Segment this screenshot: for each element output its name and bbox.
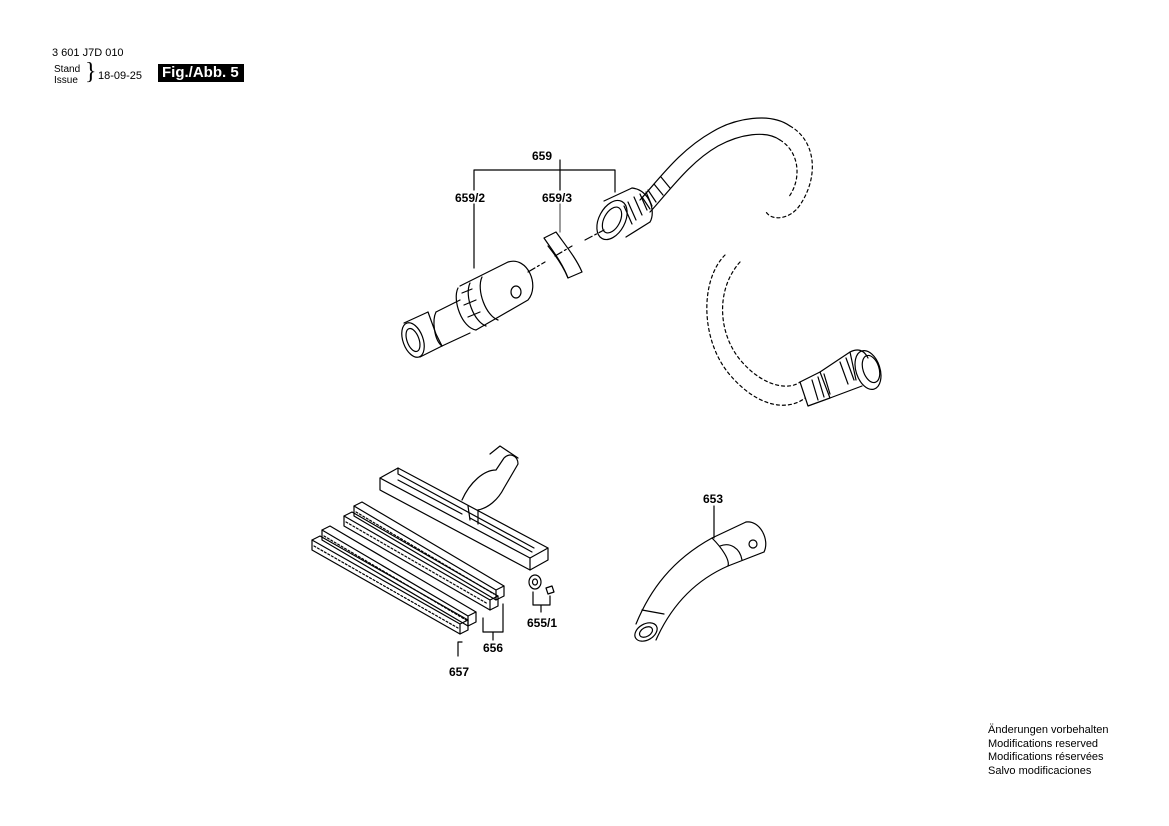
callout-655-1: 655/1 — [527, 616, 557, 630]
brace-symbol: } — [85, 59, 97, 85]
document-part-number: 3 601 J7D 010 — [52, 47, 124, 59]
note-fr: Modifications réservées — [988, 751, 1104, 763]
callout-659-3: 659/3 — [542, 191, 572, 205]
callout-657: 657 — [449, 665, 469, 679]
floor-nozzle-drawing — [379, 445, 549, 571]
hose-drawing — [639, 117, 882, 407]
clip-659-3-drawing — [543, 231, 583, 279]
callout-659: 659 — [532, 149, 552, 163]
adapter-659-2-drawing — [401, 260, 534, 358]
modification-notes: Änderungen vorbehalten Modifications res… — [988, 724, 1108, 778]
hose-connector-drawing — [596, 187, 653, 241]
figure-label: Fig./Abb. 5 — [158, 64, 244, 82]
callout-659-2: 659/2 — [455, 191, 485, 205]
issue-label: Issue — [54, 75, 78, 86]
callout-656: 656 — [483, 641, 503, 655]
note-de: Änderungen vorbehalten — [988, 724, 1109, 736]
note-en: Modifications reserved — [988, 737, 1099, 750]
callout-653: 653 — [703, 492, 723, 506]
note-es: Salvo modificaciones — [988, 764, 1092, 777]
small-parts-655-1-drawing — [528, 574, 555, 595]
issue-date: 18-09-25 — [98, 70, 143, 82]
brush-strips-drawing — [311, 501, 505, 635]
stand-label: Stand — [54, 64, 81, 75]
stand-issue-label: Stand Issue — [54, 64, 80, 86]
handle-653-drawing — [634, 521, 767, 642]
